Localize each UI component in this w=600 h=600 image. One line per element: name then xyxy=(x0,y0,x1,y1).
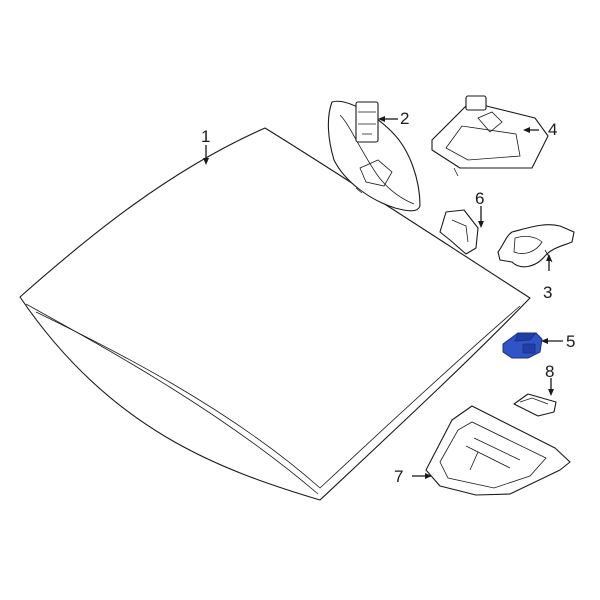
mirror-bracket[interactable] xyxy=(439,209,479,255)
sensor-module[interactable] xyxy=(502,332,543,359)
leader-lines xyxy=(203,116,563,479)
callout-7: 7 xyxy=(394,467,403,486)
overhead-cover[interactable] xyxy=(425,405,571,496)
callout-6: 6 xyxy=(475,189,484,208)
callout-8: 8 xyxy=(545,362,554,381)
callout-4: 4 xyxy=(548,120,557,139)
callout-2: 2 xyxy=(400,109,409,128)
clip[interactable] xyxy=(513,393,557,417)
rain-sensor[interactable] xyxy=(497,224,575,268)
camera-bracket[interactable] xyxy=(431,95,549,177)
windshield-glass[interactable] xyxy=(19,127,531,501)
callout-5: 5 xyxy=(566,332,575,351)
callout-1: 1 xyxy=(201,127,210,146)
callout-3: 3 xyxy=(543,283,552,302)
rear-view-mirror[interactable] xyxy=(327,100,421,212)
